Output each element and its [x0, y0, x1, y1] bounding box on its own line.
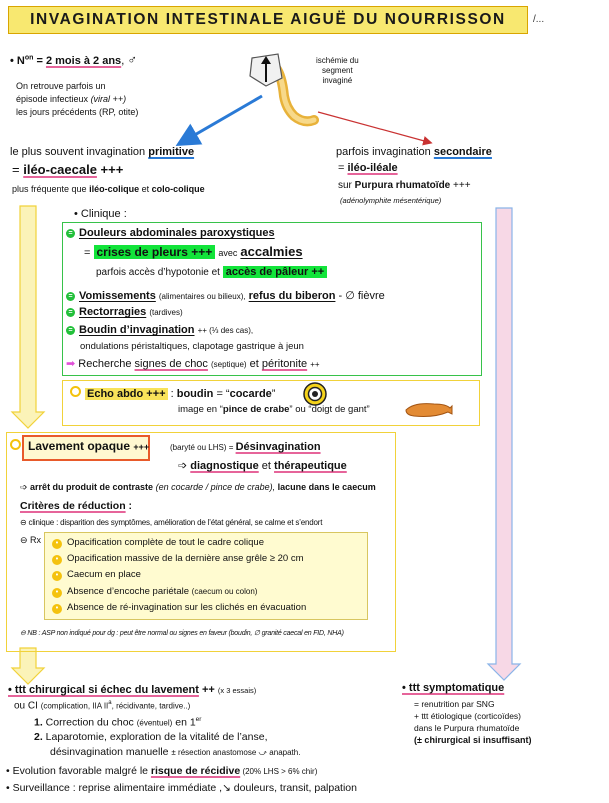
clinique-title: • Clinique : [74, 208, 127, 220]
pain-title: =Douleurs abdominales paroxystiques [66, 227, 275, 239]
surgery-step-2b: désinvagination manuelle ± résection ana… [50, 746, 301, 758]
nb-note: ⊖ NB : ASP non indiqué pour dg : peut êt… [20, 630, 344, 637]
vomiting-line: =Vomissements (alimentaires ou bilieux),… [66, 289, 385, 302]
surgery-title: • ttt chirurgical si échec du lavement +… [8, 684, 257, 696]
clinique-box [62, 222, 482, 376]
echo-line: Echo abdo +++ : boudin = “cocarde” [70, 386, 275, 400]
rx-label: ⊖ Rx : [20, 535, 47, 545]
evolution-line: • Evolution favorable malgré le risque d… [6, 765, 318, 777]
rx-item: •Caecum en place [52, 567, 306, 583]
echo-box [62, 380, 480, 426]
echo-image-line: image en “pince de crabe” ou “doigt de g… [178, 404, 370, 415]
primary-site: = iléo-caecale +++ [12, 162, 124, 177]
lavement-title: Lavement opaque +++ [10, 439, 149, 453]
title-banner: INVAGINATION INTESTINALE AIGUË DU NOURRI… [8, 6, 528, 34]
rx-criteria-box [44, 532, 368, 620]
page-mark: /... [533, 14, 545, 25]
ischemia-label: ischémie du segment invaginé [316, 56, 359, 85]
criteria-title: Critères de réduction : [20, 500, 133, 512]
rx-item: •Absence d’encoche pariétale (caecum ou … [52, 584, 306, 600]
contrast-stop-line: ➩ arrêt du produit de contraste (en coca… [20, 482, 376, 492]
male-symbol: ♂ [127, 52, 138, 67]
sausage-line: =Boudin d’invagination ++ (⅓ des cas), [66, 324, 253, 336]
page-title: INVAGINATION INTESTINALE AIGUË DU NOURRI… [30, 11, 506, 28]
infection-note: On retrouve parfois un épisode infectieu… [16, 81, 139, 117]
hypotonia-line: parfois accès d’hypotonie et accès de pâ… [96, 266, 328, 278]
secondary-invagination: parfois invagination secondaire [336, 146, 492, 158]
lavement-box [22, 435, 150, 461]
glove-finger-icon [405, 403, 453, 417]
primary-invagination: le plus souvent invagination primitive [10, 146, 195, 158]
secondary-cause-note: (adénolymphite mésentérique) [340, 196, 442, 205]
target-icon [303, 382, 327, 406]
symptomatic-details: = renutrition par SNG + ttt étiologique … [414, 699, 532, 745]
secondary-site: = iléo-iléale [338, 162, 398, 174]
rx-criteria-list: •Opacification complète de tout le cadre… [52, 535, 306, 616]
rx-item: •Opacification massive de la dernière an… [52, 551, 306, 567]
lavement-section [6, 432, 396, 652]
cries-line: = crises de pleurs +++ avec accalmies [84, 244, 303, 259]
age-line: • Non = 2 mois à 2 ans, ♂ [10, 52, 138, 67]
clinical-criteria: ⊖ clinique : disparition des symptômes, … [20, 518, 323, 527]
surgery-step-1: 1. Correction du choc (éventuel) en 1er [34, 716, 202, 729]
shock-search-line: ➡ Recherche signes de choc (septique) et… [66, 358, 320, 370]
surgery-step-2: 2. Laparotomie, exploration de la vitali… [34, 731, 268, 743]
desinvagination-line: (baryté ou LHS) = Désinvagination [170, 441, 321, 453]
rectorrhagia-line: =Rectorragies (tardives) [66, 306, 183, 318]
primary-frequency: plus fréquente que iléo-colique et colo-… [12, 184, 205, 194]
surveillance-line: • Surveillance : reprise alimentaire imm… [6, 782, 357, 794]
symptomatic-title: • ttt symptomatique [402, 682, 505, 694]
intussusception-illustration [249, 53, 319, 127]
contraindication-line: ou CI (complication, IIA IIa, récidivant… [14, 700, 191, 712]
rx-item: •Opacification complète de tout le cadre… [52, 535, 306, 551]
rx-item: •Absence de ré-invagination sur les clic… [52, 600, 306, 616]
sausage-detail: ondulations péristaltiques, clapotage ga… [80, 341, 304, 352]
diag-thera-line: ➩ diagnostique et thérapeutique [178, 460, 347, 472]
secondary-cause: sur Purpura rhumatoïde +++ [338, 180, 471, 191]
